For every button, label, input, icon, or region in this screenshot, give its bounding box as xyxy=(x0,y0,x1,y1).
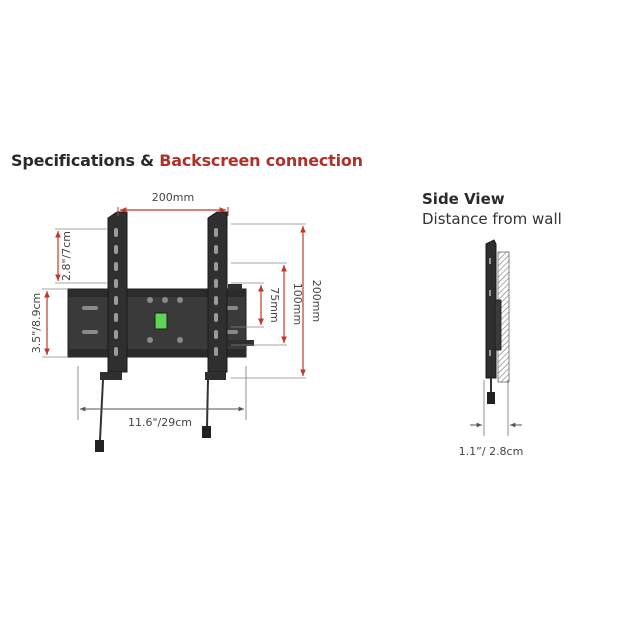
right-rail xyxy=(207,211,228,373)
dim-width: 11.6"/29cm xyxy=(128,416,192,429)
dim-vesa-100: 100mm xyxy=(291,283,304,325)
side-view-diagram xyxy=(470,239,522,436)
dim-plate-height: 3.5"/8.9cm xyxy=(30,293,43,354)
dim-vesa-75: 75mm xyxy=(268,287,281,322)
side-view-subtitle: Distance from wall xyxy=(422,210,562,228)
front-bracket xyxy=(67,211,254,452)
dim-depth: 1.1”/ 2.8cm xyxy=(459,445,524,458)
title-prefix: Specifications & xyxy=(11,151,160,170)
dim-vesa-200: 200mm xyxy=(310,280,323,322)
left-rail xyxy=(107,211,128,373)
side-view-title: Side View xyxy=(422,190,505,208)
dimension-lines xyxy=(42,207,306,420)
dim-rail-spacing: 200mm xyxy=(152,191,194,204)
spirit-level xyxy=(154,312,168,330)
page-title: Specifications & Backscreen connection xyxy=(11,151,363,170)
dim-rail-height: 2.8"/7cm xyxy=(60,231,73,281)
title-accent: Backscreen connection xyxy=(159,151,363,170)
